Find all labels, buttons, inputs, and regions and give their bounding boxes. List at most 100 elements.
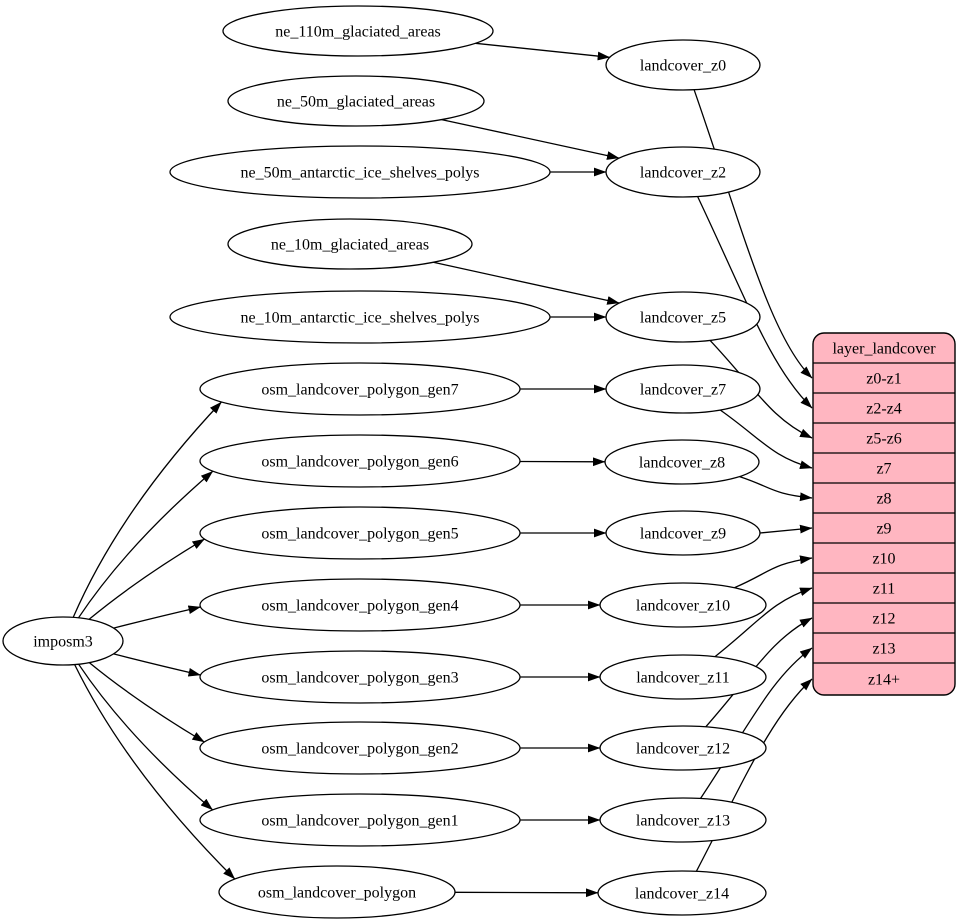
node-imposm3: imposm3: [2, 616, 124, 666]
node-ne_10m_glaciated_areas: ne_10m_glaciated_areas: [227, 218, 473, 270]
node-ellipse: [199, 721, 521, 775]
node-ellipse: [199, 578, 521, 632]
node-ellipse: [169, 290, 551, 344]
node-ellipse: [599, 654, 767, 700]
node-label: osm_landcover_polygon_gen3: [261, 670, 458, 687]
edge-landcover_z12-to-z12: [705, 617, 813, 728]
table-row-z2-z4: z2-z4: [813, 392, 955, 418]
table-layer_landcover: layer_landcoverz0-z1z2-z4z5-z6z7z8z9z10z…: [812, 332, 956, 696]
table-row-label: z9: [876, 521, 891, 538]
table-row-z12: z12: [813, 602, 955, 628]
node-ellipse: [218, 865, 456, 919]
table-row-label: z11: [873, 581, 896, 598]
table-row-label: z0-z1: [866, 371, 902, 388]
edges-layer: [72, 42, 813, 898]
node-label: landcover_z13: [636, 813, 730, 830]
node-ellipse: [605, 146, 761, 198]
table-row-z14plus: z14+: [813, 662, 955, 689]
edge-landcover_z5-to-z5-z6: [709, 339, 813, 439]
node-label: osm_landcover_polygon_gen1: [261, 813, 458, 830]
node-osm_landcover_polygon_gen1: osm_landcover_polygon_gen1: [199, 793, 521, 847]
node-label: landcover_z5: [640, 310, 726, 327]
node-landcover_z0: landcover_z0: [605, 39, 761, 91]
node-osm_landcover_polygon: osm_landcover_polygon: [218, 865, 456, 919]
node-landcover_z14: landcover_z14: [597, 870, 767, 916]
node-label: osm_landcover_polygon_gen4: [261, 598, 458, 615]
edge-landcover_z14-to-z14plus: [695, 678, 813, 872]
table-row-z8: z8: [813, 482, 955, 508]
node-label: ne_10m_antarctic_ice_shelves_polys: [240, 310, 479, 327]
node-ellipse: [599, 725, 767, 771]
node-label: ne_110m_glaciated_areas: [275, 24, 441, 41]
node-ellipse: [199, 362, 521, 416]
edge-ne_10m_glaciated_areas-to-landcover_z5: [433, 261, 620, 305]
node-label: ne_50m_glaciated_areas: [277, 94, 435, 111]
node-ne_50m_antarctic_ice_shelves_polys: ne_50m_antarctic_ice_shelves_polys: [169, 145, 551, 199]
node-ellipse: [605, 364, 761, 414]
node-label: ne_50m_antarctic_ice_shelves_polys: [240, 165, 479, 182]
node-ellipse: [199, 650, 521, 704]
edge-ne_110m_glaciated_areas-to-landcover_z0: [475, 42, 611, 61]
node-label: landcover_z0: [640, 58, 726, 75]
node-ellipse: [199, 434, 521, 488]
table-row-label: z2-z4: [866, 401, 902, 418]
node-osm_landcover_polygon_gen3: osm_landcover_polygon_gen3: [199, 650, 521, 704]
node-landcover_z5: landcover_z5: [605, 291, 761, 343]
node-osm_landcover_polygon_gen5: osm_landcover_polygon_gen5: [199, 506, 521, 560]
edge-landcover_z0-to-z0-z1: [693, 89, 813, 379]
node-ellipse: [199, 793, 521, 847]
node-label: ne_10m_glaciated_areas: [271, 237, 429, 254]
edge-imposm3-to-osm_landcover_polygon_gen1: [78, 663, 214, 811]
edge-imposm3-to-osm_landcover_polygon_gen2: [88, 662, 205, 743]
table-row-z11: z11: [813, 572, 955, 598]
node-ellipse: [605, 291, 761, 343]
table-row-label: z13: [872, 641, 895, 658]
table-row-label: z12: [872, 611, 895, 628]
node-ellipse: [227, 75, 485, 127]
node-label: landcover_z8: [639, 455, 725, 472]
node-label: landcover_z14: [635, 886, 729, 903]
node-osm_landcover_polygon_gen7: osm_landcover_polygon_gen7: [199, 362, 521, 416]
node-landcover_z7: landcover_z7: [605, 364, 761, 414]
edge-landcover_z2-to-z2-z4: [697, 196, 813, 409]
table-row-label: z10: [872, 551, 895, 568]
node-label: osm_landcover_polygon: [258, 885, 416, 902]
table-row-z9: z9: [813, 512, 955, 538]
node-landcover_z8: landcover_z8: [604, 439, 760, 485]
node-label: landcover_z11: [636, 670, 730, 687]
edge-landcover_z9-to-z9: [759, 524, 813, 534]
node-ellipse: [227, 218, 473, 270]
edge-landcover_z7-to-z7: [719, 409, 813, 469]
node-label: landcover_z7: [640, 382, 726, 399]
node-ellipse: [599, 797, 767, 843]
node-label: landcover_z9: [640, 526, 726, 543]
node-landcover_z11: landcover_z11: [599, 654, 767, 700]
node-label: osm_landcover_polygon_gen2: [261, 741, 458, 758]
edge-landcover_z10-to-z10: [734, 555, 813, 589]
edge-landcover_z8-to-z8: [739, 475, 813, 502]
node-osm_landcover_polygon_gen6: osm_landcover_polygon_gen6: [199, 434, 521, 488]
nodes-layer: imposm3 ne_110m_glaciated_areas ne_50m_gla…: [2, 5, 767, 919]
edge-imposm3-to-osm_landcover_polygon_gen4: [113, 605, 201, 629]
node-label: landcover_z10: [636, 598, 730, 615]
table-row-z13: z13: [813, 632, 955, 658]
edge-landcover_z11-to-z11: [714, 587, 813, 658]
node-ne_110m_glaciated_areas: ne_110m_glaciated_areas: [222, 5, 494, 57]
node-ellipse: [2, 616, 124, 666]
node-ellipse: [199, 506, 521, 560]
node-ne_50m_glaciated_areas: ne_50m_glaciated_areas: [227, 75, 485, 127]
node-label: osm_landcover_polygon_gen6: [261, 454, 458, 471]
node-ellipse: [604, 439, 760, 485]
table-row-label: z8: [876, 491, 891, 508]
node-label: osm_landcover_polygon_gen5: [261, 526, 458, 543]
node-osm_landcover_polygon_gen4: osm_landcover_polygon_gen4: [199, 578, 521, 632]
node-ellipse: [222, 5, 494, 57]
node-ellipse: [605, 510, 761, 556]
edge-osm_landcover_polygon-to-landcover_z14: [454, 888, 599, 898]
table-row-z0-z1: z0-z1: [813, 362, 955, 388]
node-landcover_z9: landcover_z9: [605, 510, 761, 556]
node-osm_landcover_polygon_gen2: osm_landcover_polygon_gen2: [199, 721, 521, 775]
node-landcover_z13: landcover_z13: [599, 797, 767, 843]
